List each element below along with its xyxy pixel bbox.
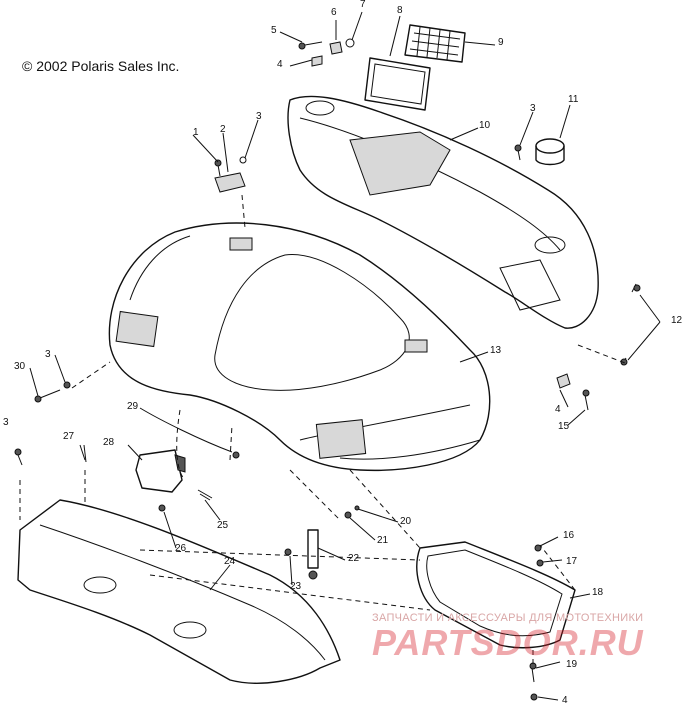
callout-1: 1: [193, 127, 199, 138]
callout-26: 26: [175, 543, 187, 554]
tail-light: [135, 449, 186, 493]
grille: [404, 24, 466, 63]
callout-30: 30: [14, 361, 26, 372]
callout-9: 9: [498, 37, 504, 48]
callout-6: 6: [331, 7, 337, 18]
top-console-assembly: [287, 95, 599, 329]
leader-lines: [29, 11, 661, 701]
callout-3-rack: 3: [45, 349, 51, 360]
assembly-lines: [19, 194, 626, 664]
callout-20: 20: [400, 516, 412, 527]
callout-7: 7: [360, 0, 366, 10]
callout-3-latch: 3: [256, 111, 262, 122]
callout-17: 17: [566, 556, 578, 567]
callout-11: 11: [568, 94, 579, 105]
callout-16: 16: [563, 530, 575, 541]
callout-10: 10: [479, 120, 491, 131]
storage-bin: [416, 541, 576, 649]
callout-28: 28: [103, 437, 115, 448]
callout-4-top: 4: [277, 59, 283, 70]
callout-5: 5: [271, 25, 277, 36]
copyright-text: © 2002 Polaris Sales Inc.: [22, 58, 180, 74]
callout-3-console: 3: [530, 103, 536, 114]
filler-cap: [535, 138, 565, 166]
callout-4-side: 4: [555, 404, 561, 415]
callout-3-tray: 3: [3, 417, 9, 428]
callout-12: 12: [671, 315, 682, 326]
callout-27: 27: [63, 431, 75, 442]
rear-cover-body: [108, 222, 491, 472]
callout-8: 8: [397, 5, 403, 16]
latch: [214, 172, 246, 193]
callout-21: 21: [377, 535, 389, 546]
callout-4-bottom: 4: [562, 695, 568, 704]
watermark-tagline: ЗАПЧАСТИ И АКСЕССУАРЫ ДЛЯ МОТОТЕХНИКИ: [372, 612, 644, 624]
callout-25: 25: [217, 520, 229, 531]
callout-13: 13: [490, 345, 502, 356]
callout-23: 23: [290, 581, 302, 592]
callout-2: 2: [220, 124, 226, 135]
callout-29: 29: [127, 401, 139, 412]
callout-24: 24: [224, 556, 236, 567]
callout-19: 19: [566, 659, 578, 670]
seal-frame: [364, 57, 431, 111]
callout-22: 22: [348, 553, 360, 564]
watermark-brand: PARTSDOR.RU: [372, 622, 644, 663]
callout-18: 18: [592, 587, 604, 598]
hardware: [14, 38, 641, 701]
callout-15: 15: [558, 421, 570, 432]
